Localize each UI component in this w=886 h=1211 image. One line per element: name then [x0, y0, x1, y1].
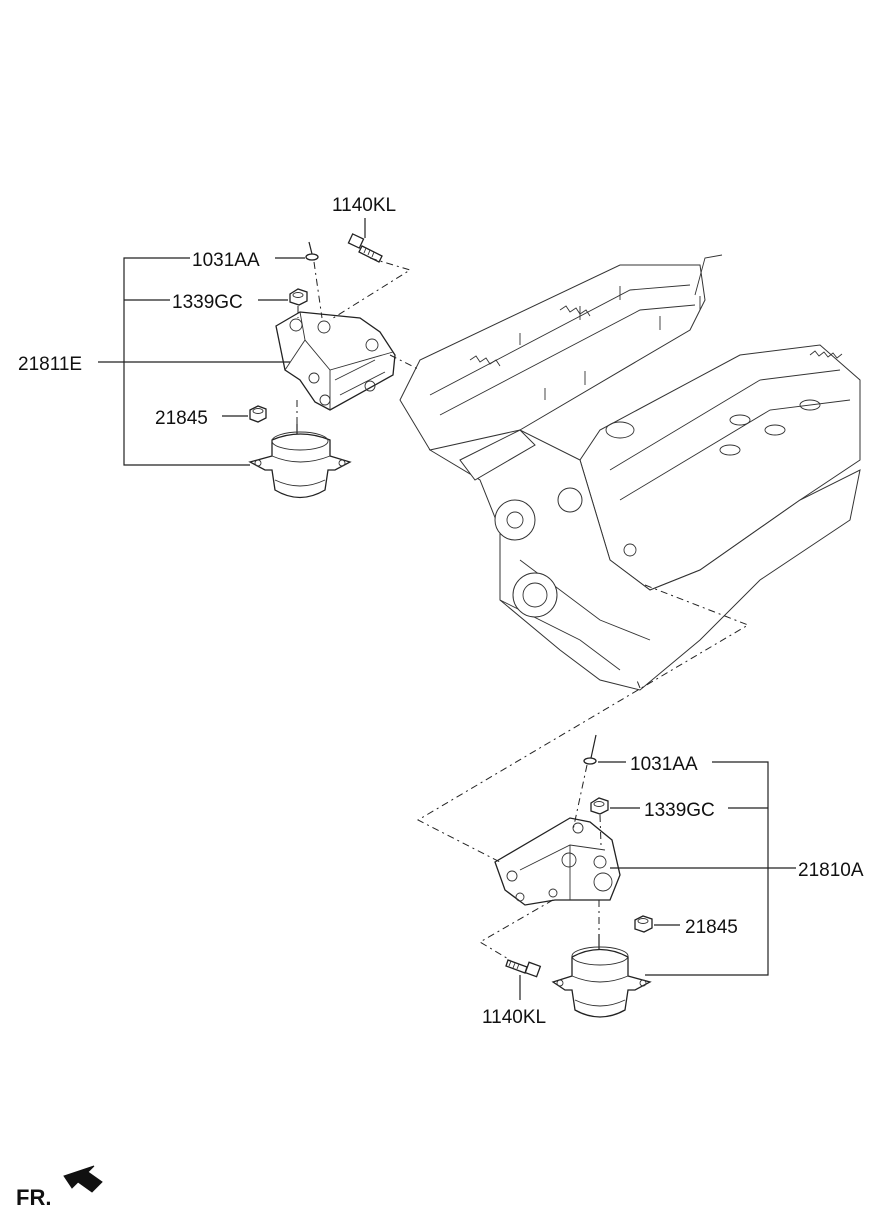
insulator-icon — [551, 934, 652, 1018]
assembly-lines — [296, 257, 750, 961]
nut-icon — [634, 915, 653, 933]
stud-icon — [583, 734, 597, 765]
label-21810a: 21810A — [798, 860, 864, 881]
nut-icon — [590, 797, 609, 815]
label-1339gc-bottom: 1339GC — [644, 800, 715, 821]
label-1339gc-top: 1339GC — [172, 292, 243, 313]
right-mount-assembly — [494, 734, 653, 1018]
bolt-icon — [505, 959, 542, 978]
label-1140kl-bottom: 1140KL — [482, 1007, 546, 1028]
label-21811e: 21811E — [18, 354, 82, 375]
arrow-icon — [63, 1165, 103, 1193]
label-1140kl-top: 1140KL — [332, 195, 396, 216]
leader-lines — [98, 218, 796, 1000]
engine-block — [399, 254, 861, 691]
label-1031aa-bottom: 1031AA — [630, 754, 698, 775]
bracket-icon — [494, 817, 621, 906]
bolt-icon — [347, 233, 383, 263]
label-21845-bottom: 21845 — [685, 917, 738, 938]
front-label: FR. — [16, 1185, 51, 1210]
left-mount-assembly — [248, 233, 396, 499]
bracket-icon — [275, 311, 396, 411]
label-1031aa-top: 1031AA — [192, 250, 260, 271]
insulator-icon — [248, 424, 352, 499]
front-direction-marker: FR. — [16, 1165, 103, 1210]
stud-icon — [305, 241, 319, 261]
nut-icon — [249, 405, 267, 423]
label-21845-top: 21845 — [155, 408, 208, 429]
nut-icon — [289, 288, 308, 306]
